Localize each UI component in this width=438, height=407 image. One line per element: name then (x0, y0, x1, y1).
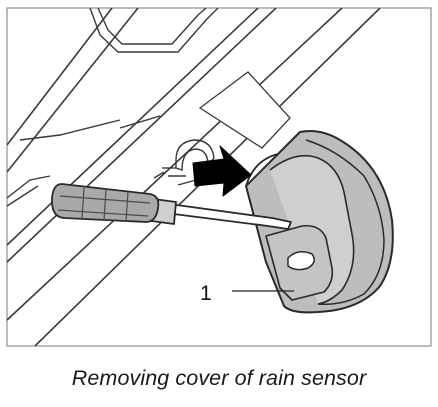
moulding-detail (89, 8, 219, 53)
figure-caption: Removing cover of rain sensor (71, 366, 367, 390)
clip-slot (153, 139, 215, 186)
screwdriver (51, 183, 292, 230)
callout-number: 1 (200, 282, 212, 305)
lower-moulding (7, 115, 161, 207)
rain-sensor-cover (245, 130, 394, 314)
direction-arrow (192, 145, 252, 197)
mirror-base-plate (198, 71, 291, 149)
